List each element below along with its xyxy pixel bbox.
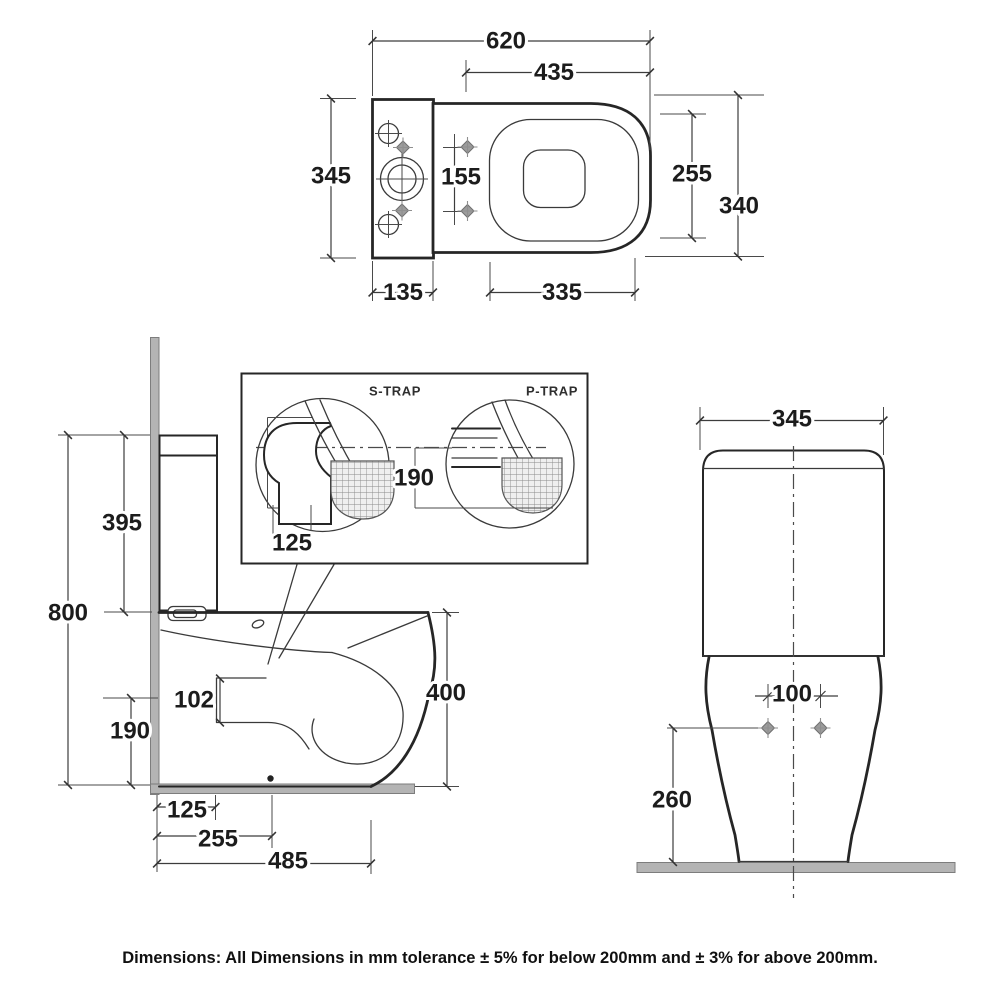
floor-section-side [150,783,415,794]
dim-s-trap-outlet-distance: 125 [272,530,312,557]
front-cistern-outline [702,449,885,657]
dim-p-trap-height: 190 [394,465,434,492]
detail-leader-lines [267,563,335,665]
plan-seat-outline [431,102,652,254]
dim-trap-setout: 255 [198,826,238,853]
cistern-hole-bottom [375,211,402,238]
dim-cistern-width: 345 [772,406,812,433]
dim-seat-fixing-centres: 155 [441,164,481,191]
s-trap-elbow-pipe [262,422,333,525]
caption: Dimensions: All Dimensions in mm toleran… [122,949,878,967]
cistern-hole-top [375,120,402,147]
side-view: 800 395 190 102 400 125 255 485 [45,337,469,878]
dim-seat-width: 335 [542,279,582,306]
side-cistern-outline [158,434,218,612]
front-bowl-left-profile [704,655,741,863]
s-trap-label: S-TRAP [369,384,421,399]
front-view: 345 100 260 [636,403,956,898]
dim-overall-depth: 345 [311,163,351,190]
side-trap-outline [215,677,310,750]
s-trap-water-seal [330,460,395,520]
side-seat-underside [160,629,333,654]
floor-section-front [636,862,956,873]
trap-detail-box: S-TRAP P-TRAP 125 190 [240,372,589,565]
p-trap-detail: 190 [391,399,575,529]
dim-fixing-hole-centres: 100 [772,681,812,708]
side-bowl-cavity [311,651,404,765]
dim-inner-rim-width: 255 [672,161,712,188]
front-fixing-hole-right [809,717,832,739]
dim-overall-length: 620 [486,28,526,55]
plan-seat-inner-ring [488,118,640,242]
dim-outlet-offset: 102 [174,687,214,714]
p-trap-water-seal [501,457,563,514]
p-trap-label: P-TRAP [526,384,578,399]
side-pan-front-profile [369,611,437,788]
dim-outlet-setout: 125 [167,797,207,824]
wall-section [150,337,160,795]
dim-trap-centre-height: 190 [110,718,150,745]
dim-cistern-height: 395 [102,510,142,537]
plan-bowl-opening [522,149,586,209]
plan-view: 620 435 345 155 255 340 135 335 [308,25,764,309]
dim-overall-projection: 485 [268,848,308,875]
dim-fixing-hole-height: 260 [652,787,692,814]
dim-overall-height: 800 [48,600,88,627]
front-fixing-hole-left [757,717,779,739]
side-seat-back-edge [347,615,428,649]
dim-cistern-depth: 135 [383,279,423,306]
s-trap-detail: 125 [255,397,395,560]
outlet-centre-dot [267,775,274,782]
dim-pan-width: 340 [719,193,759,220]
dim-seat-length: 435 [534,59,574,86]
seat-hinge-hole [251,619,265,629]
front-bowl-right-profile [846,655,883,863]
dim-pan-height: 400 [426,680,466,707]
